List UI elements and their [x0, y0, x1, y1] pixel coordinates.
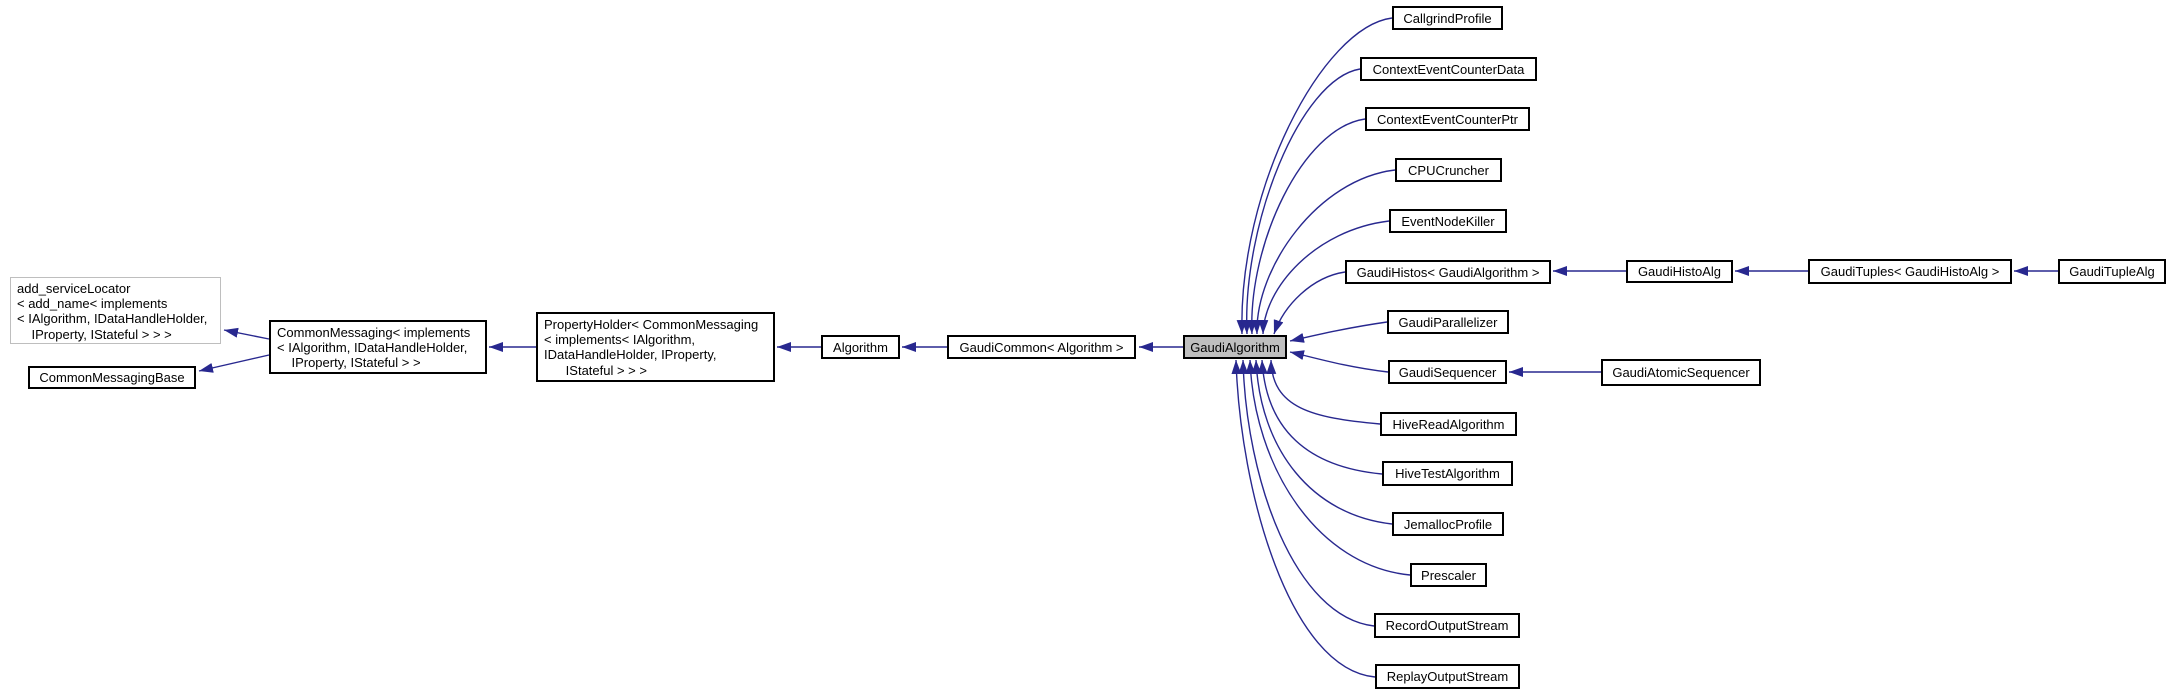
node-commonmessagingbase[interactable]: CommonMessagingBase — [28, 366, 196, 389]
edge-replayoutputstream-to-gaudialgorithm — [1231, 359, 1376, 678]
edge-group — [198, 17, 2058, 678]
edge-eventnodekiller-to-gaudialgorithm — [1258, 220, 1390, 335]
node-contexteventcounterptr[interactable]: ContextEventCounterPtr — [1365, 107, 1530, 131]
node-cpucruncher[interactable]: CPUCruncher — [1395, 158, 1502, 182]
node-gaudicommon[interactable]: GaudiCommon< Algorithm > — [947, 335, 1136, 359]
node-gaudituples[interactable]: GaudiTuples< GaudiHistoAlg > — [1808, 259, 2012, 284]
edge-prescaler-to-gaudialgorithm — [1245, 359, 1411, 576]
node-recordoutputstream[interactable]: RecordOutputStream — [1374, 613, 1520, 638]
node-gaudihistoalg[interactable]: GaudiHistoAlg — [1626, 260, 1733, 283]
node-eventnodekiller[interactable]: EventNodeKiller — [1389, 209, 1507, 233]
edge-gaudisequencer-to-gaudialgorithm — [1289, 350, 1389, 373]
node-add-servicelocator: add_serviceLocator < add_name< implement… — [10, 277, 221, 344]
node-algorithm[interactable]: Algorithm — [821, 335, 900, 359]
edge-hivereadalgorithm-to-gaudialgorithm — [1266, 359, 1381, 425]
node-replayoutputstream[interactable]: ReplayOutputStream — [1375, 664, 1520, 689]
edge-commonmessaging-to-commonmessagingbase — [198, 354, 270, 373]
node-gaudihistos[interactable]: GaudiHistos< GaudiAlgorithm > — [1345, 260, 1551, 284]
node-callgrindprofile[interactable]: CallgrindProfile — [1392, 6, 1503, 30]
edge-gaudihistos-to-gaudialgorithm — [1273, 271, 1346, 335]
edge-commonmessaging-to-addservicelocator — [223, 327, 270, 340]
edge-jemallocprofile-to-gaudialgorithm — [1251, 359, 1393, 525]
node-propertyholder[interactable]: PropertyHolder< CommonMessaging < implem… — [536, 312, 775, 382]
edge-cpucruncher-to-gaudialgorithm — [1251, 169, 1396, 335]
edge-gaudiparallelizer-to-gaudialgorithm — [1289, 321, 1388, 343]
edge-recordoutputstream-to-gaudialgorithm — [1238, 359, 1375, 627]
node-prescaler[interactable]: Prescaler — [1410, 563, 1487, 587]
node-gaudiparallelizer[interactable]: GaudiParallelizer — [1387, 310, 1509, 334]
node-hivereadalgorithm[interactable]: HiveReadAlgorithm — [1380, 412, 1517, 436]
node-contexteventcounterdata[interactable]: ContextEventCounterData — [1360, 57, 1537, 81]
node-gaudiatomicsequencer[interactable]: GaudiAtomicSequencer — [1601, 359, 1761, 386]
node-hivetestalgorithm[interactable]: HiveTestAlgorithm — [1382, 461, 1513, 486]
edge-hivetestalgorithm-to-gaudialgorithm — [1257, 359, 1383, 475]
edge-contexteventcounterptr-to-gaudialgorithm — [1246, 118, 1366, 335]
node-commonmessaging[interactable]: CommonMessaging< implements < IAlgorithm… — [269, 320, 487, 374]
edge-callgrindprofile-to-gaudialgorithm — [1236, 17, 1393, 335]
node-gaudisequencer[interactable]: GaudiSequencer — [1388, 360, 1507, 384]
node-gaudialgorithm: GaudiAlgorithm — [1183, 335, 1287, 359]
edge-contexteventcounterdata-to-gaudialgorithm — [1241, 68, 1361, 335]
node-gauditupealg[interactable]: GaudiTupleAlg — [2058, 259, 2166, 284]
node-jemallocprofile[interactable]: JemallocProfile — [1392, 512, 1504, 536]
